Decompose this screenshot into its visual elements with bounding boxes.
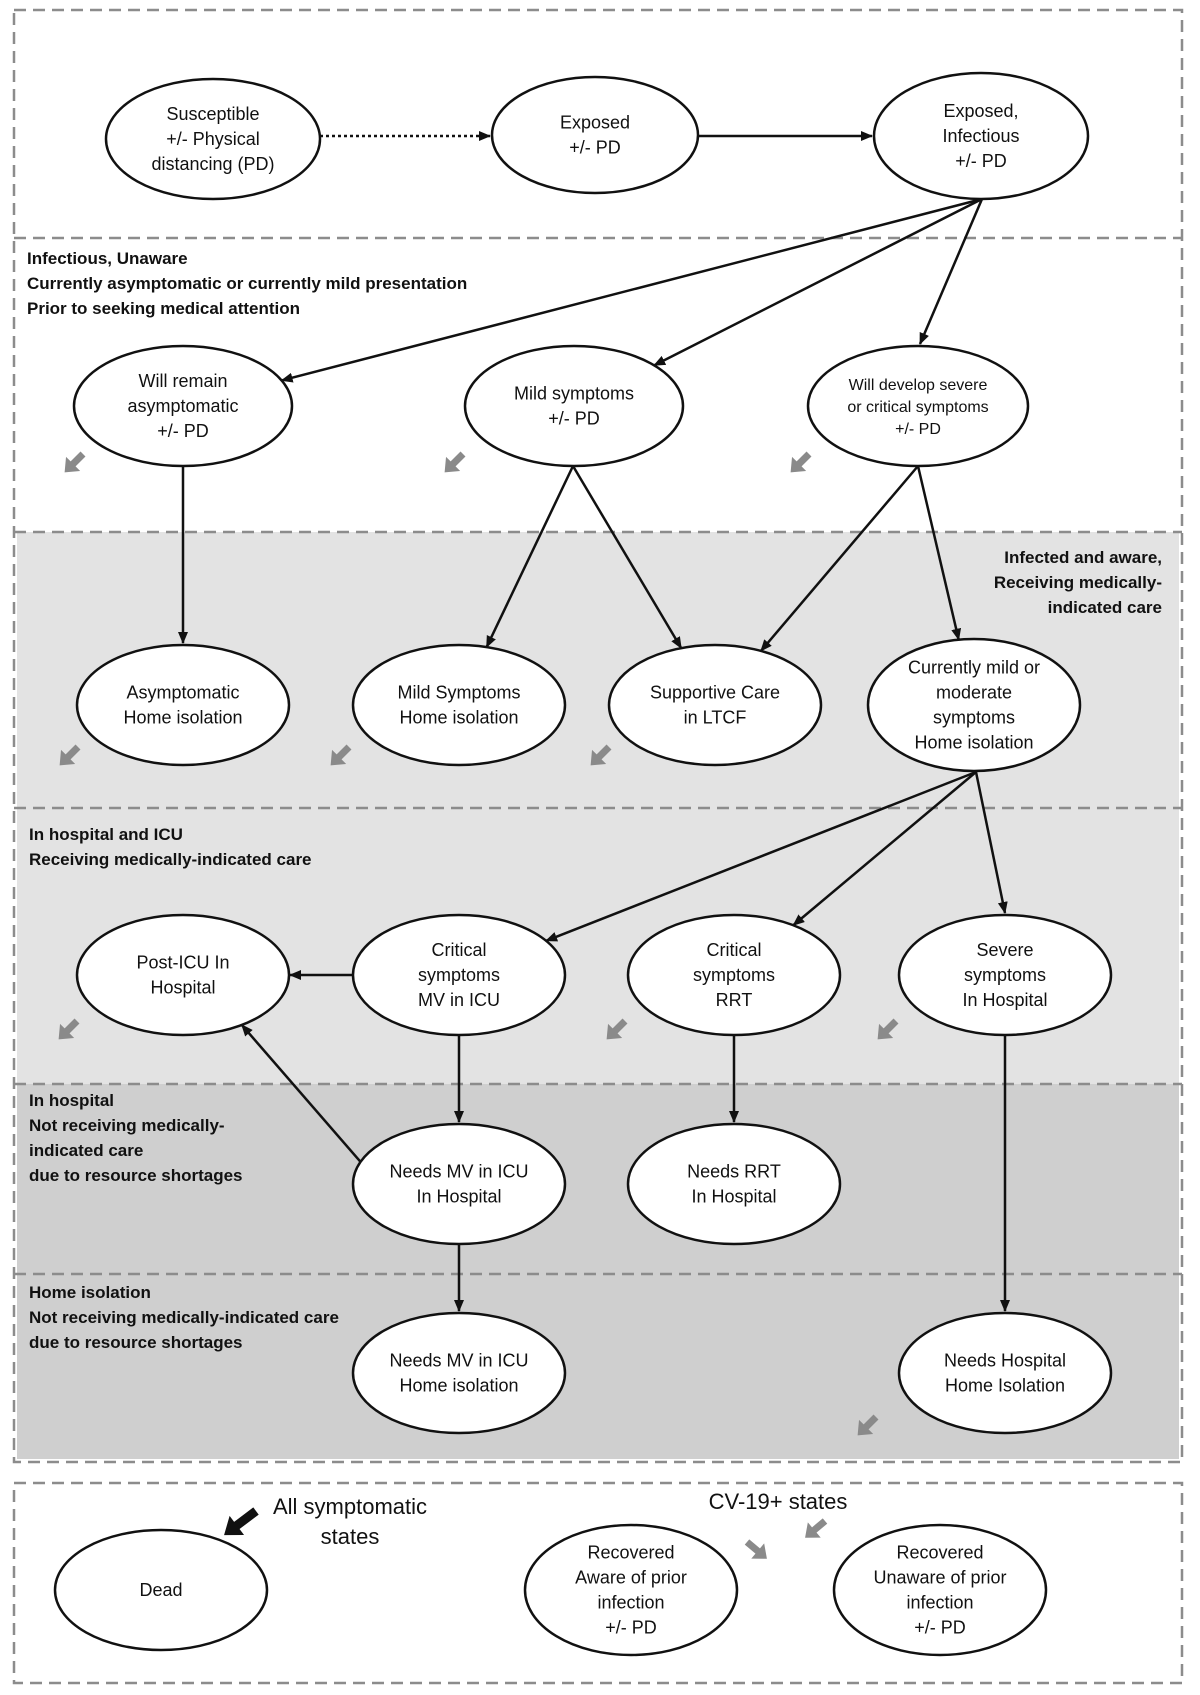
edge-mild-home [485,465,575,648]
node-shape [351,1122,567,1246]
outer-dashed-border [12,8,1184,1464]
edge-currently-mild-critical-mv [545,770,977,942]
edge-currently-mild-severe [974,771,1008,914]
grey-exit-arrow-9 [877,1018,899,1040]
section-label-infected-aware: Infected and aware,Receiving medically-i… [994,548,1162,617]
node-shape [626,913,842,1037]
node-shape [897,913,1113,1037]
edge-severe-ltcf [759,465,919,652]
edge-infectious-severe [918,198,984,345]
node-exposed-infectious: Exposed,Infectious+/- PD [872,71,1090,201]
legend-cv19-states: CV-19+ states [709,1489,848,1514]
grey-exit-arrow-7 [58,1018,80,1040]
node-shape [523,1523,739,1657]
edge-currently-mild-critical-rrt [792,771,977,927]
node-shape [463,344,685,468]
node-shape [806,344,1030,468]
node-shape [72,344,294,468]
node-shape [351,913,567,1037]
grey-exit-arrow-5 [330,744,352,766]
node-shape [75,643,291,767]
node-label: Exposed+/- PD [560,113,630,158]
grey-exit-arrow-4 [59,744,81,766]
node-shape [490,75,700,195]
grey-exit-arrow-2 [444,451,466,473]
node-shape [832,1523,1048,1657]
node-label: Mild symptoms+/- PD [514,384,634,429]
edge-infectious-mild [653,197,983,367]
node-shape [866,637,1082,773]
edge-severe-currently-mild [916,465,962,641]
node-shape [607,643,823,767]
node-shape [351,1311,567,1435]
legend-grey-arrow-1 [744,1539,767,1559]
node-label: Exposed,Infectious+/- PD [942,101,1019,171]
grey-exit-arrow-8 [606,1018,628,1040]
node-mild-symptoms: Mild symptoms+/- PD [463,344,685,468]
grey-exit-arrow-6 [590,744,612,766]
node-exposed: Exposed+/- PD [490,75,700,195]
node-shape [53,1528,269,1652]
edge-mild-ltcf [571,465,683,649]
node-shape [104,77,322,201]
edge-infectious-asymptomatic [280,197,983,383]
node-dead: Dead [53,1528,269,1652]
grey-exit-arrow-3 [790,451,812,473]
grey-exit-arrow-10 [857,1414,879,1436]
node-shape [626,1122,842,1246]
legend-grey-arrow-2 [805,1518,828,1538]
edge-needs-mv-hospital-post-icu [240,1024,362,1163]
legend-black-arrow [224,1507,259,1536]
node-shape [351,643,567,767]
node-label: Dead [139,1580,182,1600]
grey-exit-arrow-1 [64,451,86,473]
node-shape [75,913,291,1037]
node-shape [872,71,1090,201]
band-in-hospital-not-receiving [17,1084,1179,1274]
node-shape [897,1311,1113,1435]
